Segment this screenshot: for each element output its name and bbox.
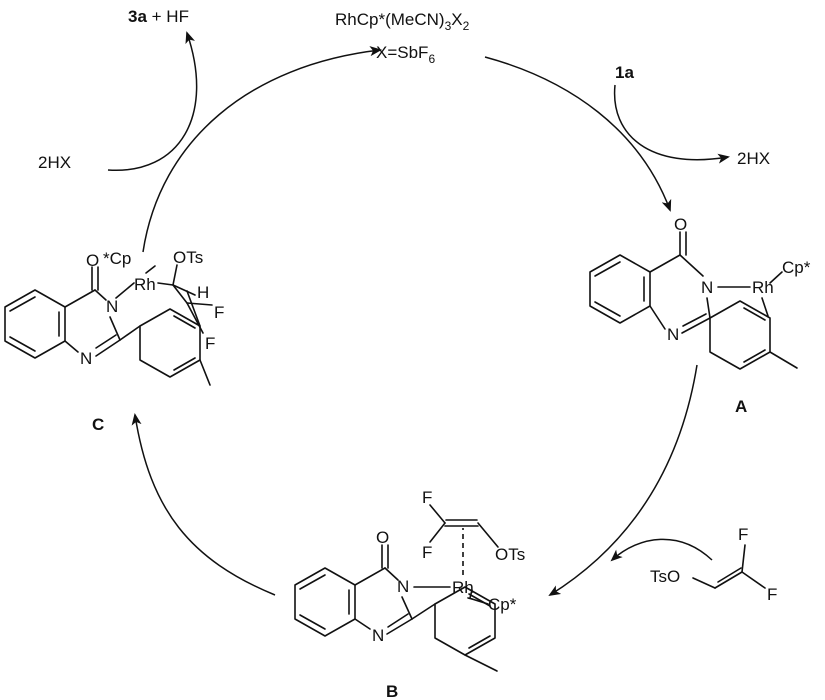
acid-out-label: 2HX <box>737 149 770 168</box>
svg-text:N: N <box>372 626 384 645</box>
svg-text:TsO: TsO <box>650 567 680 586</box>
intermediate-b: O N N Rh Cp* F F OTs B <box>294 488 525 700</box>
side-arrows <box>107 31 730 562</box>
svg-text:*Cp: *Cp <box>103 249 131 268</box>
svg-text:F: F <box>422 543 432 562</box>
svg-text:N: N <box>80 349 92 368</box>
svg-text:F: F <box>767 585 777 604</box>
difluoroalkene-reagent: TsO F F <box>650 525 777 604</box>
svg-text:Rh: Rh <box>134 275 156 294</box>
catalyst-formula: RhCp*(MeCN)3X2 <box>335 10 470 33</box>
svg-text:N: N <box>397 577 409 596</box>
svg-text:F: F <box>214 303 224 322</box>
catalyst-counterion: X=SbF6 <box>376 43 435 66</box>
svg-text:N: N <box>701 278 713 297</box>
svg-text:O: O <box>86 251 99 270</box>
svg-text:Cp*: Cp* <box>488 595 517 614</box>
reagents: 3a + HF 2HX 1a 2HX <box>38 7 770 172</box>
arrow-b-to-c <box>131 413 276 596</box>
arrow-catalyst-to-a <box>484 56 672 212</box>
acid-in-label: 2HX <box>38 153 71 172</box>
svg-text:O: O <box>376 528 389 547</box>
svg-text:N: N <box>667 325 679 344</box>
intermediate-a: O N N Rh Cp* A <box>589 215 811 416</box>
svg-text:OTs: OTs <box>495 545 525 564</box>
svg-text:Rh: Rh <box>452 578 474 597</box>
label-a: A <box>735 397 747 416</box>
arrow-c-to-catalyst <box>142 46 382 253</box>
label-b: B <box>386 682 398 700</box>
intermediate-c: O N N Rh *Cp OTs H F F C <box>4 248 224 434</box>
arrow-2hx-to-product <box>107 31 198 171</box>
svg-text:F: F <box>205 334 215 353</box>
cycle-arrows <box>131 46 698 597</box>
svg-text:O: O <box>674 215 687 234</box>
catalyst-label: RhCp*(MeCN)3X2 X=SbF6 <box>335 10 470 66</box>
arrow-alkene-in <box>610 538 713 562</box>
svg-text:H: H <box>197 283 209 302</box>
label-c: C <box>92 415 104 434</box>
svg-text:N: N <box>106 297 118 316</box>
product-label: 3a + HF <box>128 7 189 26</box>
svg-text:F: F <box>422 488 432 507</box>
svg-text:Cp*: Cp* <box>782 258 811 277</box>
arrow-a-to-b <box>548 364 698 597</box>
svg-text:F: F <box>738 525 748 544</box>
arrow-1a-to-2hx <box>613 84 730 164</box>
svg-text:Rh: Rh <box>752 278 774 297</box>
svg-text:OTs: OTs <box>173 248 203 267</box>
substrate-label: 1a <box>615 63 634 82</box>
